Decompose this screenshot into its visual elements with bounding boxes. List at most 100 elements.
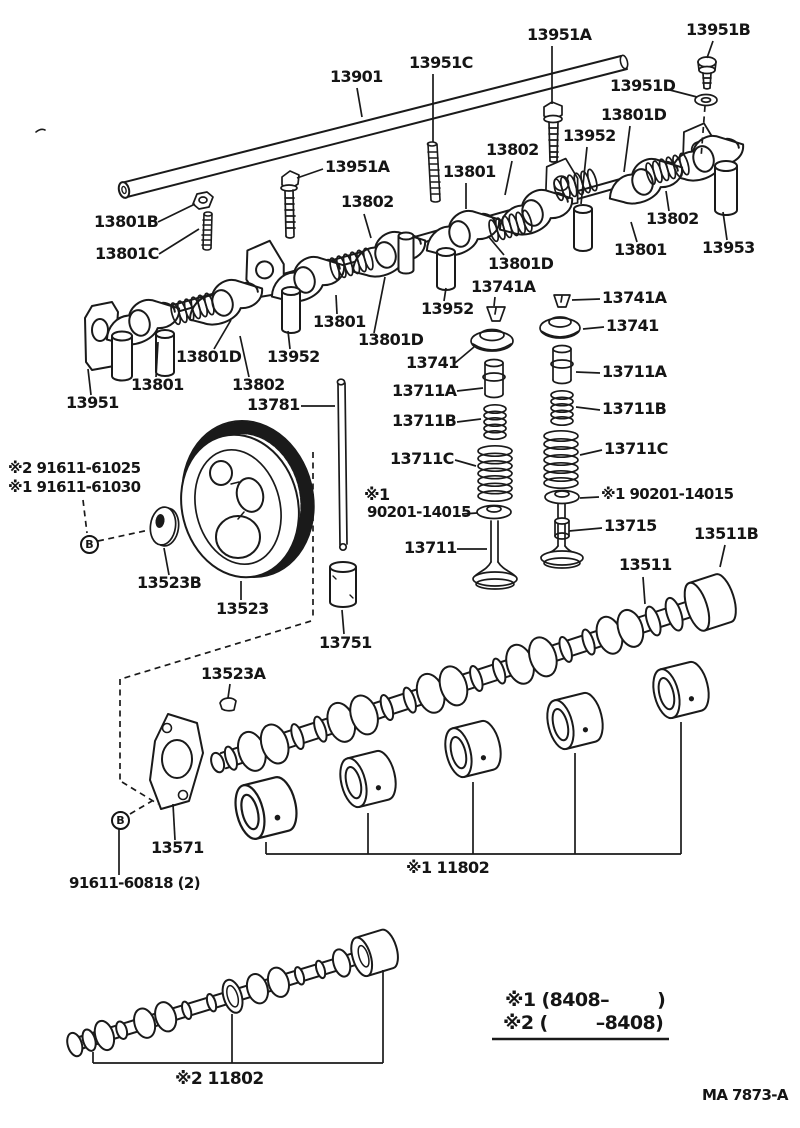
leader-line-19 [571,298,601,301]
part-label-13951a-top: 13951A [527,25,592,44]
leader-line-47 [172,803,176,841]
spacer-cylinders-13952-13953 [111,160,738,382]
leader-line-10 [296,168,324,179]
leader-line-46 [227,683,231,699]
leader-line-20 [443,287,447,302]
part-label-note1-mark-l: ※1 [364,485,390,504]
part-label-13711c-l: 13711C [390,449,454,468]
circled-mark-b-2: B [111,811,130,830]
part-label-13952-3: 13952 [267,347,320,366]
part-label-note1-91611: ※1 91611-61030 [8,478,141,496]
leader-line-13 [158,228,200,255]
part-label-13741-l: 13741 [406,353,459,372]
part-label-legend-1: ※1 (8408– ) [505,989,666,1011]
part-label-sheet-code: MA 7873-A [702,1086,789,1104]
part-label-91611-60818: 91611-60818 (2) [69,874,201,892]
leader-line-61 [82,499,88,534]
part-label-13741a-l: 13741A [471,277,536,296]
leader-line-66 [121,781,159,805]
part-label-13951d: 13951D [610,76,676,95]
leader-line-60 [700,105,706,159]
thrust-plate-13571 [149,713,204,810]
washer-13951d [694,93,718,107]
part-label-13801d-2: 13801D [488,254,554,273]
leader-line-17 [487,235,505,256]
valve-lifter-13751 [329,561,357,608]
leader-line-64 [120,620,312,680]
part-label-13951: 13951 [66,393,119,412]
part-label-legend-2: ※2 ( –8408) [503,1012,664,1034]
part-label-13711b-l: 13711B [392,411,457,430]
part-label-13802-3: 13802 [646,209,699,228]
part-label-note1-11802: ※1 11802 [406,858,490,877]
gear-washer-13523b [149,506,180,547]
leader-line-25 [213,319,232,350]
leader-line-33 [575,406,601,411]
part-label-13801-1: 13801 [443,162,496,181]
leader-line-34 [456,418,482,423]
woodruff-key-13523a [219,697,237,712]
part-label-13523: 13523 [216,599,269,618]
leader-line-6 [623,125,631,173]
part-label-90201-l: 90201-14015 [367,503,472,521]
bolt-13951a-top [543,101,563,163]
leader-line-22 [335,294,338,315]
leader-line-40 [568,527,603,532]
part-label-note2-91611: ※2 91611-61025 [8,459,141,477]
circled-mark-b-1: B [80,535,99,554]
nut-13801b [192,191,214,210]
part-label-13781: 13781 [247,395,300,414]
camshaft-timing-gear-13523 [180,419,315,579]
leader-line-35 [579,449,603,456]
part-label-90201-r: ※1 90201-14015 [601,485,734,503]
part-label-13711a-r: 13711A [602,362,667,381]
leader-line-3 [706,40,714,59]
leader-line-43 [163,547,170,576]
part-label-13711: 13711 [404,538,457,557]
part-label-13801b: 13801B [94,212,159,231]
scan-artifact [35,128,46,133]
valve-group-right [539,294,584,569]
part-label-13901: 13901 [330,67,383,86]
leader-line-12 [157,203,196,223]
leader-line-41 [719,544,726,568]
leader-line-7 [580,146,588,205]
rocker-shaft-13901 [117,54,629,199]
part-label-13711c-r: 13711C [604,439,668,458]
leader-line-14 [665,190,670,212]
pushrod-13781 [336,378,348,552]
part-label-13801-4: 13801 [131,375,184,394]
part-label-13741a-r: 13741A [602,288,667,307]
part-label-13951c: 13951C [409,53,473,72]
part-label-13802-4: 13802 [232,375,285,394]
leader-line-38 [579,496,600,499]
leader-line-24 [454,346,475,364]
part-label-13715: 13715 [604,516,657,535]
leader-line-15 [630,221,638,243]
valve-group-left [470,306,518,590]
part-label-13801-2: 13801 [614,240,667,259]
bolt-13951a-left [280,170,300,239]
part-label-13741-r: 13741 [606,316,659,335]
part-label-13801c: 13801C [95,244,159,263]
bolt-13951b [697,56,717,90]
leader-line-26 [287,330,291,350]
part-label-13953: 13953 [702,238,755,257]
camshaft-13511 [210,573,737,774]
part-label-13801d-3: 13801D [358,330,424,349]
leader-line-11 [363,213,372,239]
leader-line-23 [373,276,386,334]
part-label-13523b: 13523B [137,573,202,592]
leader-line-45 [341,609,345,635]
leader-line-28 [155,341,159,378]
leader-line-36 [454,459,477,467]
part-label-13751: 13751 [319,633,372,652]
leader-line-31 [87,368,92,396]
leader-line-37 [461,512,478,515]
leader-line-5 [665,88,698,98]
part-label-13801d-4: 13801D [176,347,242,366]
part-label-13711a-l: 13711A [392,381,457,400]
